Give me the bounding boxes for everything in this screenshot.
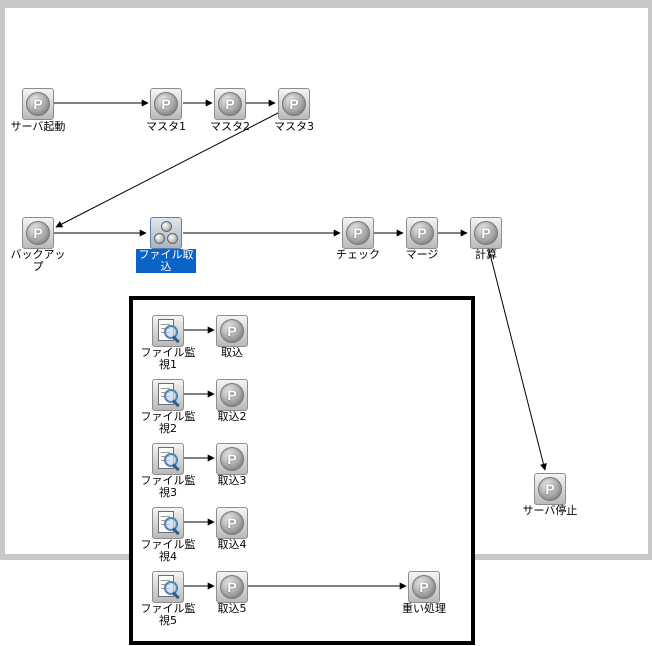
job-import4[interactable]: P xyxy=(216,507,248,539)
p-job-icon: P xyxy=(474,221,498,245)
job-label: 取込2 xyxy=(217,410,247,423)
job-import3[interactable]: P xyxy=(216,443,248,475)
job-label: ファイル監視1 xyxy=(140,346,196,371)
file-monitor-icon xyxy=(155,574,181,600)
job-import2[interactable]: P xyxy=(216,379,248,411)
p-job-icon: P xyxy=(220,383,244,407)
job-merge[interactable]: P xyxy=(406,217,438,249)
job-label: ファイル監視3 xyxy=(140,474,196,499)
job-label: 取込5 xyxy=(217,602,247,615)
job-label: マスタ3 xyxy=(274,120,314,133)
job-file-monitor2[interactable] xyxy=(152,379,184,411)
p-job-icon: P xyxy=(26,92,50,116)
job-file-monitor3[interactable] xyxy=(152,443,184,475)
job-label: ファイル監視2 xyxy=(140,410,196,435)
job-label: マージ xyxy=(405,248,439,261)
job-server-stop[interactable]: P xyxy=(534,473,566,505)
job-label: ファイル監視5 xyxy=(140,602,196,627)
job-calc[interactable]: P xyxy=(470,217,502,249)
job-file-monitor1[interactable] xyxy=(152,315,184,347)
file-monitor-icon xyxy=(155,446,181,472)
job-label: バックアップ xyxy=(10,248,66,273)
job-master1[interactable]: P xyxy=(150,88,182,120)
job-server-start[interactable]: P xyxy=(22,88,54,120)
p-job-icon: P xyxy=(282,92,306,116)
job-label: 計算 xyxy=(475,248,497,261)
file-monitor-icon xyxy=(155,382,181,408)
p-job-icon: P xyxy=(218,92,242,116)
p-job-icon: P xyxy=(154,92,178,116)
job-import1[interactable]: P xyxy=(216,315,248,347)
p-job-icon: P xyxy=(538,477,562,501)
job-label: サーバ起動 xyxy=(10,120,66,133)
edge-master3-backup xyxy=(55,111,281,228)
job-label: マスタ2 xyxy=(210,120,250,133)
job-file-monitor4[interactable] xyxy=(152,507,184,539)
p-job-icon: P xyxy=(220,447,244,471)
job-file-monitor5[interactable] xyxy=(152,571,184,603)
p-job-icon: P xyxy=(220,319,244,343)
p-job-icon: P xyxy=(410,221,434,245)
p-job-icon: P xyxy=(220,511,244,535)
job-label: チェック xyxy=(336,248,380,261)
job-label: 取込 xyxy=(221,346,243,359)
job-master2[interactable]: P xyxy=(214,88,246,120)
p-job-icon: P xyxy=(26,221,50,245)
job-label: 取込3 xyxy=(217,474,247,487)
job-label: サーバ停止 xyxy=(522,504,578,517)
edge-calc-server-stop xyxy=(488,249,547,471)
canvas-scroll-edge xyxy=(648,0,652,560)
p-job-icon: P xyxy=(346,221,370,245)
job-heavy-process[interactable]: P xyxy=(408,571,440,603)
job-import5[interactable]: P xyxy=(216,571,248,603)
p-job-icon: P xyxy=(412,575,436,599)
job-check[interactable]: P xyxy=(342,217,374,249)
job-group-icon xyxy=(154,221,178,245)
job-label: 取込4 xyxy=(217,538,247,551)
job-backup[interactable]: P xyxy=(22,217,54,249)
selected-job-label: ファイル取込 xyxy=(136,249,196,273)
file-monitor-icon xyxy=(155,318,181,344)
job-label: ファイル監視4 xyxy=(140,538,196,563)
job-master3[interactable]: P xyxy=(278,88,310,120)
job-label: マスタ1 xyxy=(146,120,186,133)
job-group-file-import[interactable] xyxy=(150,217,182,249)
p-job-icon: P xyxy=(220,575,244,599)
file-monitor-icon xyxy=(155,510,181,536)
job-label: 重い処理 xyxy=(402,602,446,615)
